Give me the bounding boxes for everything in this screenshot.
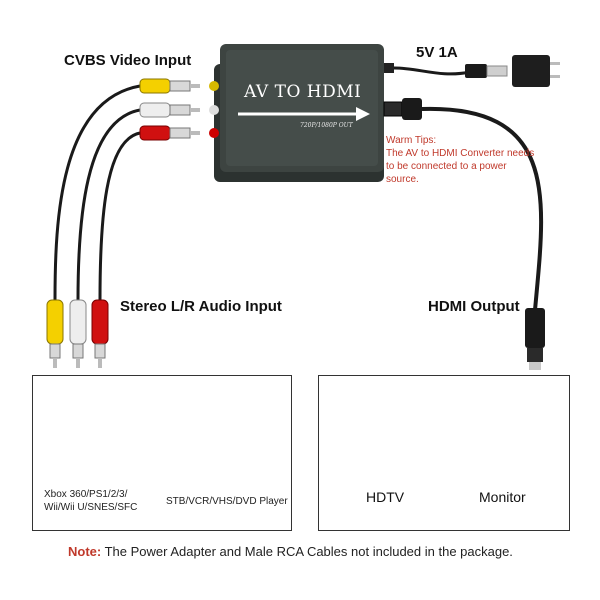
package-note: Note: The Power Adapter and Male RCA Cab… bbox=[68, 544, 513, 559]
warm-tips: Warm Tips: The AV to HDMI Converter need… bbox=[386, 134, 536, 186]
hdmi-cable bbox=[421, 106, 544, 311]
white-rca-cable bbox=[76, 108, 141, 301]
cvbs-video-input-label: CVBS Video Input bbox=[64, 52, 192, 69]
rca-plug-red-bottom bbox=[91, 299, 109, 368]
converter-subtitle: 720P/1080P OUT bbox=[300, 122, 353, 129]
stereo-audio-input-label: Stereo L/R Audio Input bbox=[120, 298, 282, 315]
console-label: Xbox 360/PS1/2/3/ Wii/Wii U/SNES/SFC bbox=[44, 489, 138, 513]
source-devices-box bbox=[32, 375, 292, 531]
note-text: The Power Adapter and Male RCA Cables no… bbox=[104, 544, 513, 559]
warm-tips-body: The AV to HDMI Converter needs to be con… bbox=[386, 148, 535, 185]
converter-body bbox=[209, 44, 384, 182]
hdmi-output-label: HDMI Output bbox=[428, 298, 520, 315]
hdtv-label: HDTV bbox=[366, 489, 405, 505]
yellow-rca-cable bbox=[53, 84, 141, 301]
hdmi-plug-bottom bbox=[525, 308, 545, 370]
note-key: Note: bbox=[68, 544, 102, 559]
monitor-label: Monitor bbox=[479, 489, 526, 505]
rca-plug-white-top bbox=[139, 102, 200, 118]
rca-plug-yellow-bottom bbox=[46, 299, 64, 368]
player-label: STB/VCR/VHS/DVD Player bbox=[166, 496, 288, 507]
power-label: 5V 1A bbox=[416, 44, 458, 61]
hdmi-plug-top bbox=[383, 98, 422, 120]
warm-tips-title: Warm Tips: bbox=[386, 135, 437, 146]
red-rca-cable bbox=[98, 131, 141, 301]
display-devices-box bbox=[318, 375, 570, 531]
rca-plug-red-top bbox=[139, 125, 200, 141]
rca-plug-yellow-top bbox=[139, 78, 200, 94]
converter-title: AV TO HDMI bbox=[244, 82, 362, 102]
rca-plug-white-bottom bbox=[69, 299, 87, 368]
power-adapter-icon bbox=[512, 55, 560, 87]
usb-power-cable bbox=[384, 63, 508, 78]
